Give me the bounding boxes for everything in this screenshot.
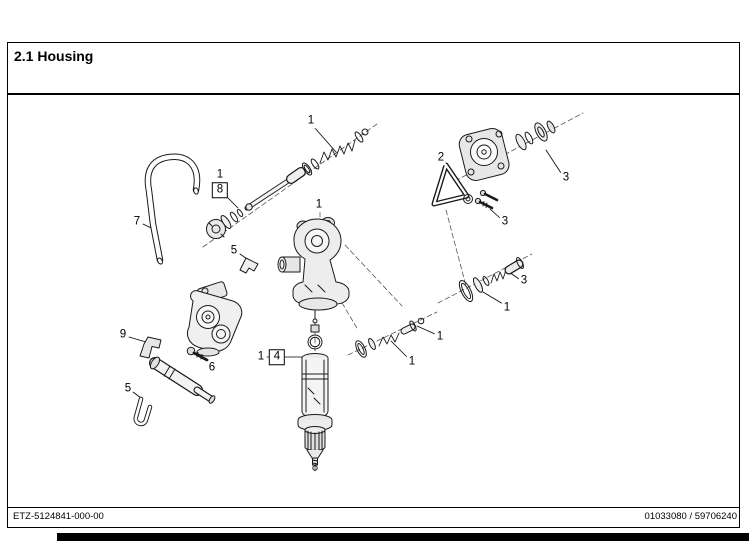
coupling-assembly — [458, 257, 524, 302]
footer-doc-number: ETZ-5124841-000-00 — [13, 511, 104, 522]
main-housing-part — [277, 217, 350, 311]
retaining-clip-part — [239, 257, 259, 274]
construction-lines — [202, 112, 584, 473]
drive-shaft-assembly — [206, 128, 369, 239]
pump-head-assembly — [458, 120, 556, 181]
hook-pipe-part — [144, 153, 201, 265]
footer-rule — [7, 507, 740, 508]
footer-part-numbers: 01033080 / 59706240 — [644, 511, 737, 522]
page-frame — [7, 42, 740, 528]
screws-part — [463, 189, 499, 210]
bracket-manifold-group — [133, 281, 243, 427]
v-belt-part — [431, 162, 470, 207]
title-rule — [7, 93, 740, 95]
valve-parts-group — [355, 317, 425, 358]
cylinder-assembly — [297, 310, 333, 471]
scan-edge-bar — [57, 533, 749, 541]
section-title: 2.1 Housing — [14, 48, 94, 64]
